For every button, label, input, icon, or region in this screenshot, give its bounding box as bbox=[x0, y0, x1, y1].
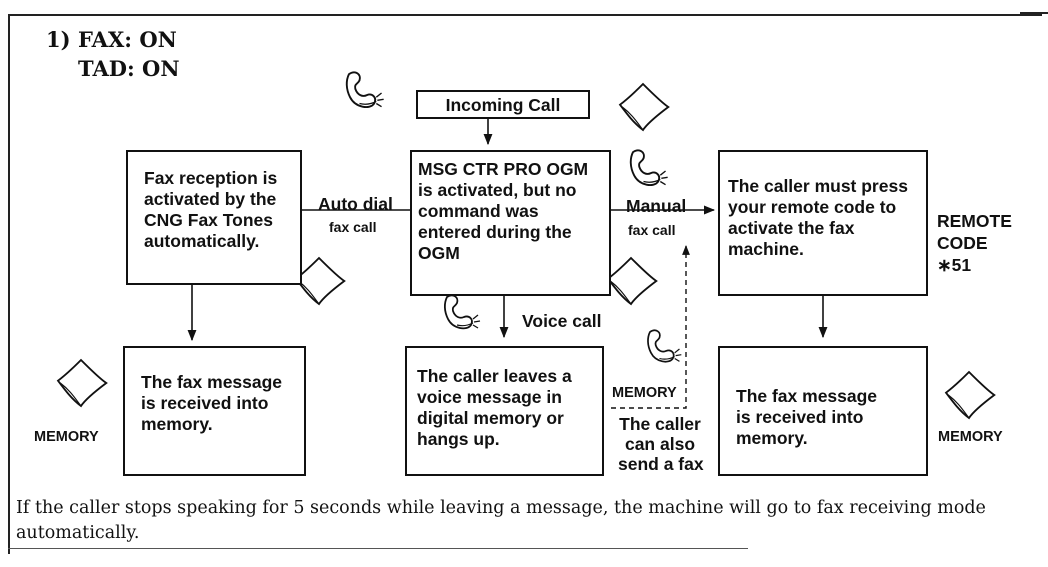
incoming-call-box: Incoming Call bbox=[416, 90, 590, 119]
fax-memory-left-box: The fax message is received into memory. bbox=[123, 346, 306, 476]
voice-call-label: Voice call bbox=[522, 311, 602, 331]
incoming-call-label: Incoming Call bbox=[445, 95, 561, 115]
fax-paper-icon bbox=[945, 371, 996, 419]
fax-memory-right-line: The fax message bbox=[736, 386, 878, 406]
remote-code-line: activate the fax bbox=[728, 218, 855, 238]
auto-fax-call-label: fax call bbox=[329, 219, 377, 235]
fax-reception-line: CNG Fax Tones bbox=[144, 210, 274, 230]
also-fax-line: The caller bbox=[619, 414, 701, 434]
msg-ctr-line: command was bbox=[418, 201, 539, 221]
fax-reception-line: activated by the bbox=[144, 189, 277, 209]
remote-code-side-line: ∗51 bbox=[937, 255, 972, 275]
auto-dial-label: Auto dial bbox=[318, 194, 393, 214]
msg-ctr-line: MSG CTR PRO OGM bbox=[418, 159, 589, 179]
remote-code-line: machine. bbox=[728, 239, 804, 259]
memory-left-label: MEMORY bbox=[34, 429, 99, 445]
remote-code-side-line: REMOTE bbox=[937, 211, 1012, 231]
voice-message-line: hangs up. bbox=[417, 429, 500, 449]
fax-memory-left-line: is received into bbox=[141, 393, 269, 413]
section-number: 1) bbox=[46, 27, 71, 52]
also-fax-line: send a fax bbox=[618, 454, 704, 474]
fax-paper-icon bbox=[607, 257, 658, 305]
arrow-dashed-return bbox=[611, 245, 690, 409]
memory-middle-label: MEMORY bbox=[612, 385, 677, 401]
voice-message-line: voice message in bbox=[417, 387, 562, 407]
remote-code-line: your remote code to bbox=[728, 197, 897, 217]
voice-message-line: The caller leaves a bbox=[417, 366, 572, 386]
fax-memory-right-box: The fax message is received into memory. bbox=[718, 346, 928, 476]
also-fax-line: can also bbox=[624, 434, 696, 454]
msg-ctr-line: entered during the bbox=[418, 222, 572, 242]
remote-code-side-line: CODE bbox=[937, 233, 988, 253]
mode-fax-on: FAX: ON bbox=[78, 27, 177, 52]
voice-message-box: The caller leaves a voice message in dig… bbox=[405, 346, 604, 476]
frame-left-rule bbox=[8, 14, 10, 554]
page-corner-mark bbox=[1020, 0, 1048, 14]
manual-label: Manual bbox=[626, 196, 687, 216]
mode-tad-on: TAD: ON bbox=[78, 56, 180, 81]
fax-paper-icon bbox=[619, 83, 670, 131]
fax-reception-line: Fax reception is bbox=[144, 168, 278, 188]
phone-handset-icon bbox=[647, 329, 683, 363]
remote-code-box: The caller must press your remote code t… bbox=[718, 150, 928, 296]
fax-memory-left-line: The fax message bbox=[141, 372, 283, 392]
fax-reception-box: Fax reception is activated by the CNG Fa… bbox=[126, 150, 302, 285]
voice-message-line: digital memory or bbox=[417, 408, 564, 428]
fax-memory-right-line: memory. bbox=[736, 428, 808, 448]
memory-right-label: MEMORY bbox=[938, 429, 1003, 445]
manual-fax-call-label: fax call bbox=[628, 222, 676, 238]
footnote: If the caller stops speaking for 5 secon… bbox=[16, 498, 986, 543]
msg-ctr-box: MSG CTR PRO OGM is activated, but no com… bbox=[410, 150, 611, 296]
fax-memory-right-line: is received into bbox=[736, 407, 864, 427]
remote-code-line: The caller must press bbox=[728, 176, 908, 196]
frame-bottom-rule bbox=[8, 548, 748, 549]
msg-ctr-line: is activated, but no bbox=[418, 180, 577, 200]
fax-reception-line: automatically. bbox=[144, 231, 260, 251]
fax-memory-left-line: memory. bbox=[141, 414, 213, 434]
fax-paper-icon bbox=[295, 257, 346, 305]
fax-paper-icon bbox=[57, 359, 108, 407]
also-fax-note: The caller can also send a fax bbox=[618, 414, 704, 474]
frame-top-rule bbox=[8, 14, 1042, 16]
msg-ctr-line: OGM bbox=[418, 243, 460, 263]
phone-handset-icon bbox=[345, 71, 385, 108]
phone-handset-icon bbox=[629, 149, 669, 186]
phone-handset-icon bbox=[443, 294, 481, 330]
remote-code-label: REMOTE CODE ∗51 bbox=[937, 210, 1012, 276]
